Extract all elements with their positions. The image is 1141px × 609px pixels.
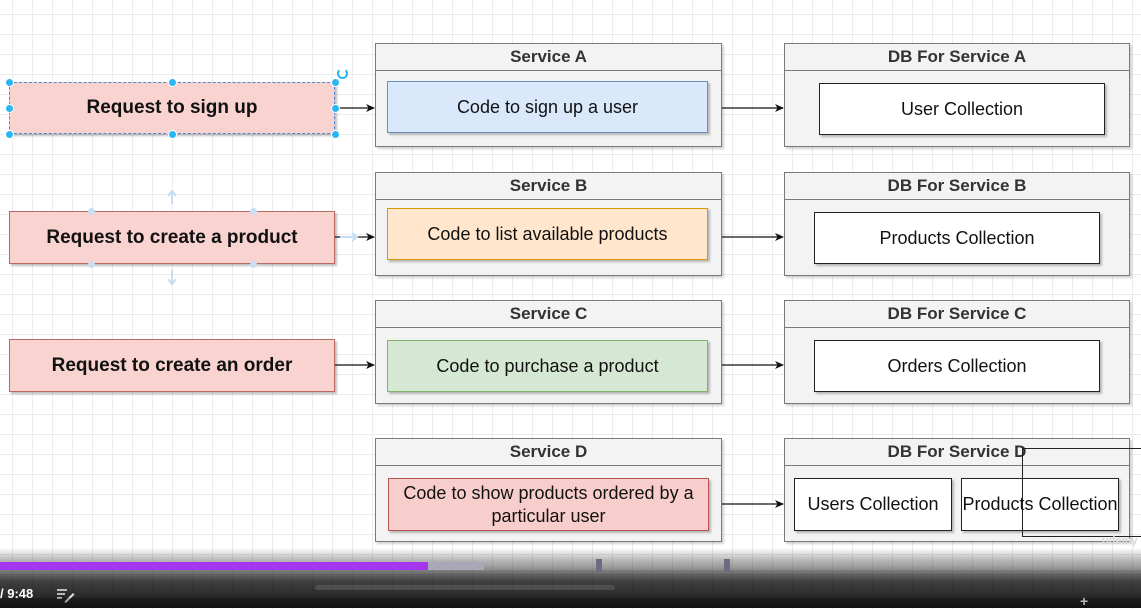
hover-handle	[250, 261, 257, 268]
service-b-code-label: Code to list available products	[427, 223, 668, 244]
db-b-collection-label: Products Collection	[879, 227, 1035, 248]
resize-handle-tl[interactable]	[5, 78, 14, 87]
notes-pencil-icon[interactable]	[56, 587, 75, 603]
db-b-container[interactable]: DB For Service B Products Collection	[784, 172, 1130, 276]
request-sign-up-box[interactable]: Request to sign up	[9, 82, 335, 134]
db-d-title: DB For Service D	[785, 439, 1129, 466]
hover-handle	[88, 208, 95, 215]
resize-handle-mr[interactable]	[331, 104, 340, 113]
resize-handle-tm[interactable]	[168, 78, 177, 87]
bottom-tab-strip	[0, 598, 1141, 608]
resize-handle-bl[interactable]	[5, 130, 14, 139]
service-c-code-label: Code to purchase a product	[436, 355, 659, 376]
service-c-title: Service C	[376, 301, 721, 328]
resize-handle-ml[interactable]	[5, 104, 14, 113]
add-tab-icon[interactable]: +	[1080, 593, 1089, 609]
db-b-title: DB For Service B	[785, 173, 1129, 200]
outline-rectangle[interactable]	[1022, 448, 1141, 537]
service-b-title: Service B	[376, 173, 721, 200]
request-create-order-label: Request to create an order	[51, 354, 293, 376]
db-c-collection-label: Orders Collection	[887, 355, 1027, 376]
bookmark-marker[interactable]	[596, 559, 602, 572]
service-d-code-box[interactable]: Code to show products ordered by a parti…	[388, 478, 709, 531]
db-a-user-collection[interactable]: User Collection	[819, 83, 1105, 135]
scroll-indicator	[315, 585, 615, 590]
db-d-products-label: Products Collection	[962, 494, 1118, 514]
db-b-products-collection[interactable]: Products Collection	[814, 212, 1100, 264]
request-sign-up-label: Request to sign up	[86, 97, 258, 118]
service-c-code-box[interactable]: Code to purchase a product	[387, 340, 708, 392]
db-d-users-collection[interactable]: Users Collection	[794, 478, 952, 531]
service-d-code-label: Code to show products ordered by a parti…	[403, 482, 694, 526]
service-a-title: Service A	[376, 44, 721, 71]
move-up-icon	[167, 189, 177, 204]
hover-handle	[250, 208, 257, 215]
resize-handle-br[interactable]	[331, 130, 340, 139]
db-c-container[interactable]: DB For Service C Orders Collection	[784, 300, 1130, 404]
db-a-collection-label: User Collection	[900, 98, 1024, 119]
move-right-icon	[340, 232, 359, 242]
move-down-icon	[167, 270, 177, 286]
service-a-container[interactable]: Service A Code to sign up a user	[375, 43, 722, 147]
resize-handle-tr[interactable]	[331, 78, 340, 87]
service-b-container[interactable]: Service B Code to list available product…	[375, 172, 722, 276]
time-display: / 9:48	[0, 586, 34, 601]
connectors	[167, 104, 784, 508]
watermark: udemy	[1102, 535, 1138, 547]
service-a-code-box[interactable]: Code to sign up a user	[387, 81, 708, 133]
service-a-code-label: Code to sign up a user	[456, 96, 639, 117]
service-d-title: Service D	[376, 439, 721, 466]
resize-handle-bm[interactable]	[168, 130, 177, 139]
progress-played[interactable]	[0, 562, 428, 570]
db-c-orders-collection[interactable]: Orders Collection	[814, 340, 1100, 392]
db-d-users-label: Users Collection	[807, 494, 939, 514]
request-create-product-label: Request to create a product	[46, 226, 298, 248]
request-create-order-box[interactable]: Request to create an order	[9, 339, 335, 392]
db-a-title: DB For Service A	[785, 44, 1129, 71]
service-b-code-box[interactable]: Code to list available products	[387, 208, 708, 260]
service-d-container[interactable]: Service D Code to show products ordered …	[375, 438, 722, 542]
progress-track[interactable]	[0, 562, 1141, 570]
hover-handle	[88, 261, 95, 268]
request-create-product-box[interactable]: Request to create a product	[9, 211, 335, 264]
db-d-container[interactable]: DB For Service D Users Collection Produc…	[784, 438, 1130, 542]
player-gradient	[0, 548, 1141, 608]
rotate-handle-icon[interactable]	[337, 68, 348, 79]
db-c-title: DB For Service C	[785, 301, 1129, 328]
bookmark-marker[interactable]	[724, 559, 730, 572]
db-d-products-collection[interactable]: Products Collection	[961, 478, 1119, 531]
db-a-container[interactable]: DB For Service A User Collection	[784, 43, 1130, 147]
service-c-container[interactable]: Service C Code to purchase a product	[375, 300, 722, 404]
